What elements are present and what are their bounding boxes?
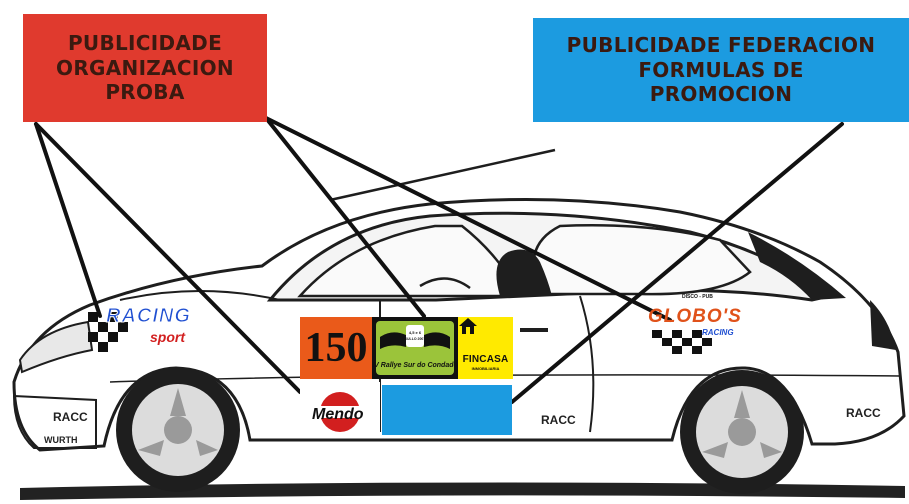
organizacion-label: PUBLICIDADE ORGANIZACION PROBA <box>23 14 267 122</box>
front-bumper <box>12 394 97 449</box>
mendo-sticker: Mendo <box>300 382 380 434</box>
organizacion-line-3: PROBA <box>105 80 185 105</box>
fincasa-sticker: FINCASA INMOBILIARIA <box>458 317 513 379</box>
racc-plate-rear: RACC <box>846 406 881 420</box>
rallye-sticker: 4,5 e 6 XULLO 2007 IV Rallye Sur do Cond… <box>372 317 458 379</box>
driver-silhouette <box>496 249 552 296</box>
callout-lines <box>34 116 844 404</box>
fincasa-word: FINCASA <box>462 354 509 365</box>
rear-quarter-window <box>748 232 846 300</box>
federacion-label: PUBLICIDADE FEDERACION FORMULAS DE PROMO… <box>533 18 909 122</box>
house-icon <box>459 318 477 334</box>
federacion-sticker-area <box>382 385 512 435</box>
racing-sport-sticker: RACING sport <box>92 303 214 359</box>
globos-word: GLOBO'S <box>648 306 742 327</box>
globos-checker <box>652 330 712 354</box>
fincasa-subtitle: INMOBILIARIA <box>471 366 500 371</box>
rallye-badge: 4,5 e 6 XULLO 2007 IV Rallye Sur do Cond… <box>372 321 458 375</box>
mendo-emblem-icon <box>306 392 374 432</box>
mendo-word: Mendo <box>312 406 364 423</box>
svg-text:IV Rallye Sur do Condado: IV Rallye Sur do Condado <box>372 362 458 369</box>
number-sticker: 150 <box>300 317 372 379</box>
front-wheel <box>116 368 240 492</box>
organizacion-line-2: ORGANIZACION <box>56 55 234 80</box>
checkered-flag <box>88 312 128 352</box>
svg-text:4,5 e 6: 4,5 e 6 <box>409 330 422 335</box>
sport-word: sport <box>150 329 185 345</box>
ground-shadow <box>20 482 905 500</box>
wurth-plate: WURTH <box>44 435 78 445</box>
globos-racing-word: RACING <box>702 328 734 337</box>
federacion-line-3: PROMOCION <box>649 82 793 107</box>
racing-word: RACING <box>106 305 191 328</box>
taillight <box>870 300 896 350</box>
antenna <box>329 148 556 202</box>
organizacion-line-1: PUBLICIDADE <box>67 31 223 56</box>
federacion-line-1: PUBLICIDADE FEDERACION <box>566 33 876 58</box>
racc-plate-door: RACC <box>541 413 576 427</box>
rear-wheel <box>680 370 804 494</box>
federacion-line-2: FORMULAS DE <box>638 57 804 82</box>
steering <box>419 277 471 290</box>
racc-plate-front: RACC <box>53 410 88 424</box>
svg-text:XULLO 2007: XULLO 2007 <box>405 337 426 341</box>
globos-top-line: DISCO - PUB <box>682 294 713 300</box>
globos-sticker: DISCO - PUB GLOBO'S RACING <box>640 284 752 358</box>
